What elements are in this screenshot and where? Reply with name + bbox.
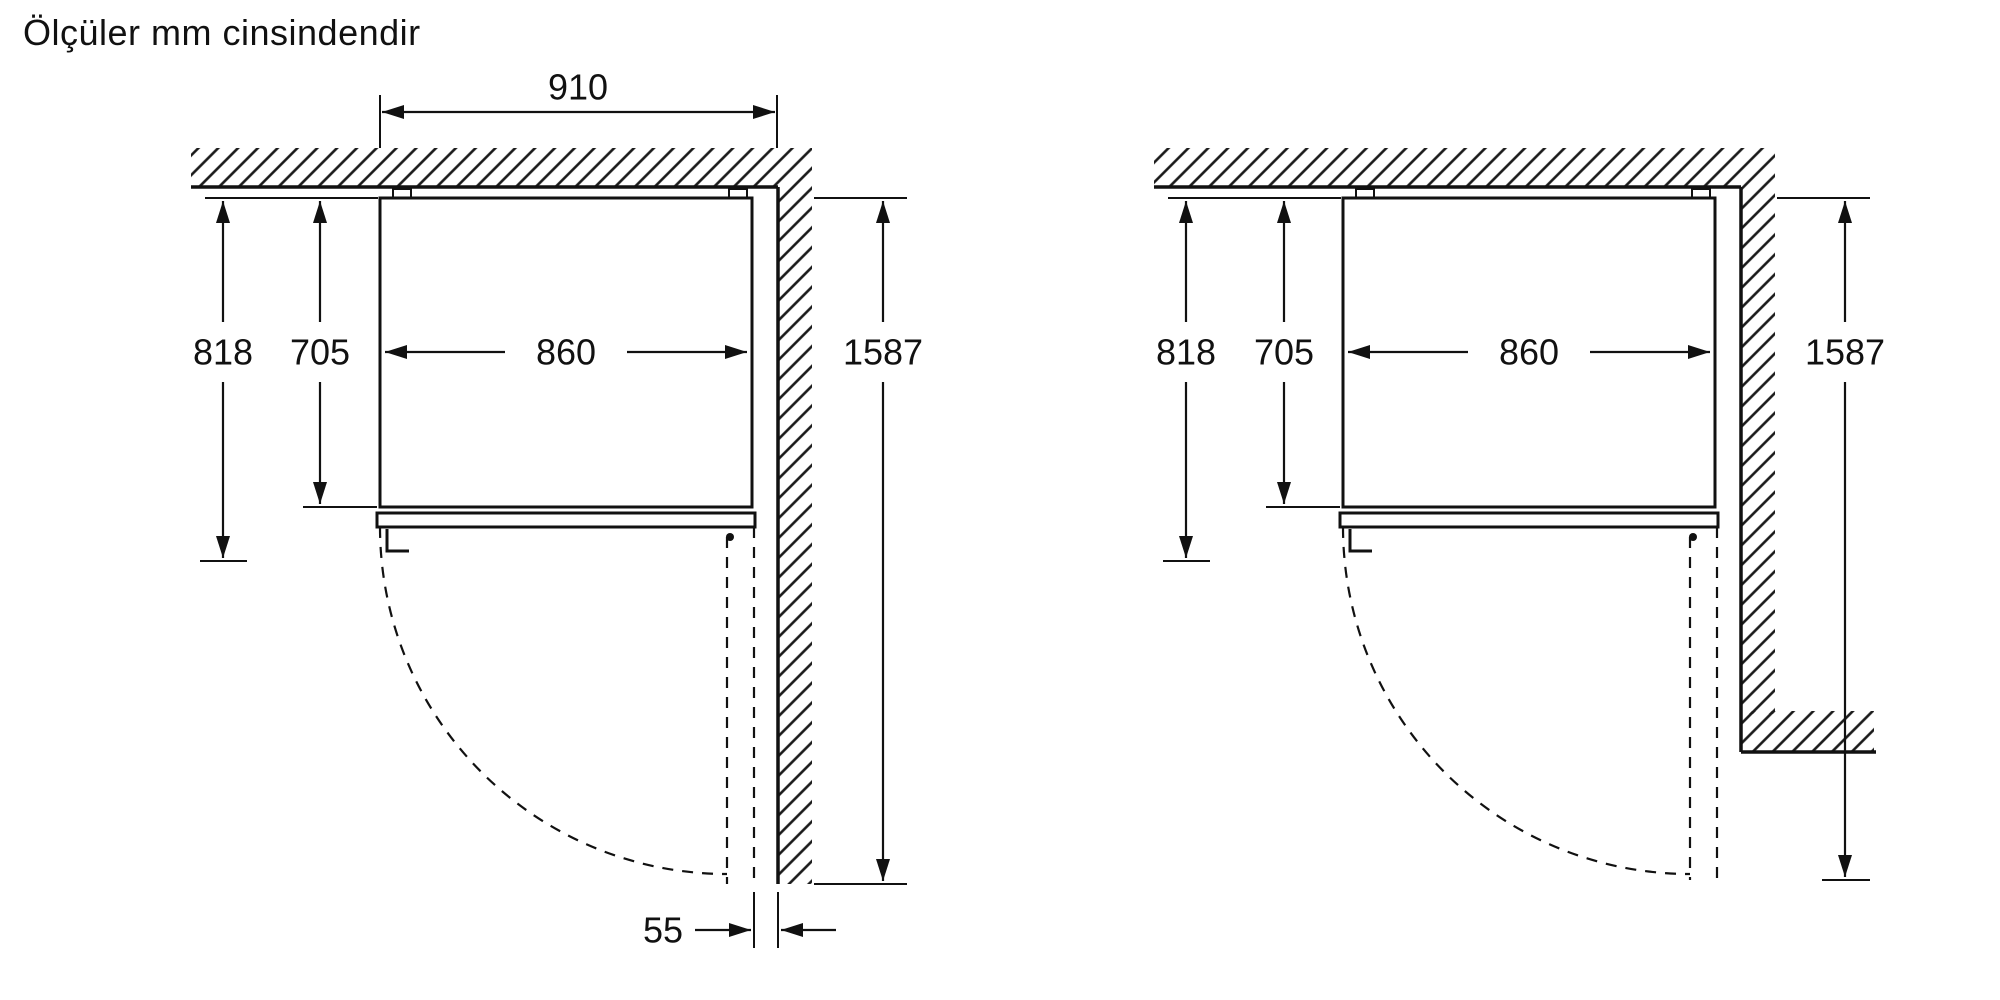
dim-705: 705 <box>290 201 377 508</box>
dim-label-818: 818 <box>1156 332 1216 373</box>
right-installation-diagram: 818 705 860 1587 <box>1154 148 1885 881</box>
appliance-door <box>375 511 757 529</box>
dim-55: 55 <box>643 892 836 951</box>
wall-hatch-right <box>1741 187 1775 714</box>
dim-910: 910 <box>379 67 778 148</box>
dim-label-1587: 1587 <box>843 332 923 373</box>
door-swing-arc <box>1341 526 1691 876</box>
dim-818: 818 <box>193 197 378 562</box>
dim-label-860: 860 <box>536 332 596 373</box>
door-stop-bracket <box>385 529 409 553</box>
dim-label-55: 55 <box>643 910 683 951</box>
wall-hatch-top <box>191 148 812 187</box>
dim-label-705: 705 <box>1254 332 1314 373</box>
wall-hatch-right <box>778 187 812 884</box>
page-title: Ölçüler mm cinsindendir <box>23 12 421 53</box>
wall-hatch-top <box>1154 148 1775 187</box>
appliance-body <box>1341 196 1717 509</box>
wall-hatch-step <box>1741 711 1874 752</box>
appliance <box>1338 188 1720 553</box>
door-swing <box>378 526 756 884</box>
dim-label-860: 860 <box>1499 332 1559 373</box>
dim-705: 705 <box>1254 201 1340 508</box>
dim-860: 860 <box>385 332 747 373</box>
dim-label-705: 705 <box>290 332 350 373</box>
dim-label-910: 910 <box>548 67 608 108</box>
walls <box>1154 148 1876 754</box>
dim-label-818: 818 <box>193 332 253 373</box>
door-stop-bracket <box>1348 529 1372 553</box>
door-swing <box>1341 526 1719 880</box>
dim-1587: 1587 <box>1777 197 1885 881</box>
dim-1587: 1587 <box>814 197 923 885</box>
walls <box>191 148 812 884</box>
appliance-door <box>1338 511 1720 529</box>
dim-818: 818 <box>1156 197 1341 562</box>
dim-860: 860 <box>1348 332 1710 373</box>
appliance <box>375 188 757 553</box>
door-swing-arc <box>378 526 728 876</box>
dim-label-1587: 1587 <box>1805 332 1885 373</box>
left-installation-diagram: 910 818 705 860 <box>191 67 923 951</box>
appliance-body <box>378 196 754 509</box>
